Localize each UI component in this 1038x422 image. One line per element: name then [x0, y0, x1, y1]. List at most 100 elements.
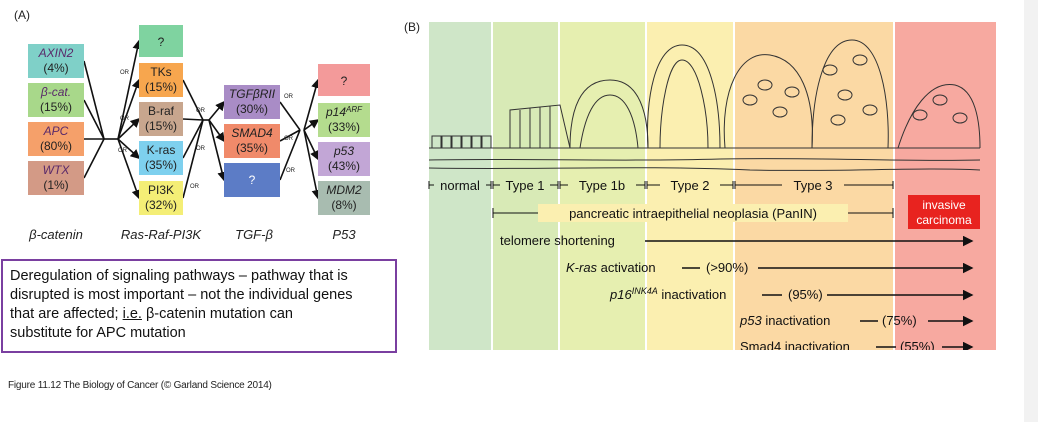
gene-box-beta-catenin: β-cat. (15%)	[28, 83, 84, 117]
event-name: K-ras activation	[566, 260, 656, 275]
invasive-line-1: invasive	[922, 198, 966, 212]
event-name: p53 inactivation	[739, 313, 830, 328]
panin-progression-diagram: normal Type 1 Type 1b Type 2 Type 3 panc…	[428, 22, 996, 350]
or-label: OR	[120, 116, 130, 122]
connector	[279, 101, 301, 131]
stage-type1: Type 1	[505, 178, 544, 193]
connector	[182, 118, 204, 121]
gene-pct: (43%)	[328, 159, 360, 173]
connector	[303, 129, 319, 161]
or-label: OR	[118, 148, 128, 154]
connector	[182, 119, 204, 159]
gene-name: MDM2	[326, 183, 362, 197]
event-name: p16INK4A inactivation	[609, 286, 726, 302]
or-label: OR	[196, 108, 206, 114]
note-line-2: disrupted is most important – not the in…	[10, 287, 353, 303]
tissue-illustration	[428, 39, 981, 171]
connector	[83, 138, 105, 179]
event-name: telomere shortening	[500, 233, 615, 248]
or-label: OR	[120, 70, 130, 76]
gene-name: ?	[158, 35, 165, 49]
connector	[303, 129, 322, 200]
gene-name: APC	[43, 124, 69, 138]
connector	[117, 39, 143, 140]
or-label: OR	[284, 94, 294, 100]
gene-box-p53: p53 (43%)	[318, 142, 370, 176]
gene-pct: (4%)	[43, 61, 68, 75]
invasive-line-2: carcinoma	[916, 213, 972, 227]
gene-name: SMAD4	[231, 126, 273, 140]
pathway-label-tgf-beta: TGF-β	[235, 227, 273, 242]
connector	[83, 60, 105, 140]
stage-type1b: Type 1b	[579, 178, 625, 193]
gene-name: AXIN2	[38, 46, 74, 60]
pathway-diagram: OR OR OR OR OR OR OR OR OR AXIN2 (4%) β-cat. (15…	[28, 25, 370, 242]
gene-name: ?	[341, 74, 348, 88]
gene-pct: (1%)	[43, 178, 68, 192]
event-pct: (75%)	[882, 313, 917, 328]
gene-pct: (8%)	[331, 198, 356, 212]
or-label: OR	[190, 184, 200, 190]
event-pct: (55%)	[900, 339, 935, 350]
gene-name: β-cat.	[40, 85, 71, 99]
gene-pct: (15%)	[40, 100, 72, 114]
connector	[117, 138, 141, 160]
event-p16: p16INK4A inactivation (95%)	[609, 286, 974, 302]
event-smad4: Smad4 inactivation (55%)	[736, 337, 974, 350]
panel-b-label: (B)	[404, 20, 420, 34]
event-p53: p53 inactivation (75%)	[736, 311, 974, 329]
stage-normal: normal	[440, 178, 480, 193]
zone-invasive	[895, 22, 996, 350]
annotation-note: Deregulation of signaling pathways – pat…	[1, 259, 397, 353]
gene-name: TGFβRII	[229, 87, 276, 101]
figure-caption: Figure 11.12 The Biology of Cancer (© Ga…	[8, 380, 272, 391]
gene-box-tgfbrii: TGFβRII (30%)	[224, 85, 280, 119]
gene-box-unknown-3: ?	[318, 64, 370, 96]
gene-box-tks: TKs (15%)	[139, 63, 183, 97]
invasive-badge	[908, 195, 980, 229]
event-pct: (>90%)	[706, 260, 748, 275]
gene-box-wtx: WTX (1%)	[28, 161, 84, 195]
connector	[182, 79, 204, 121]
gene-pct: (30%)	[236, 102, 268, 116]
gene-name: K-ras	[147, 143, 176, 157]
scrollbar[interactable]	[1024, 0, 1038, 422]
connector	[83, 99, 105, 140]
connector	[208, 100, 226, 121]
gene-name: TKs	[150, 65, 171, 79]
connector	[182, 119, 204, 199]
gene-name: B-raf	[148, 104, 175, 118]
stage-type2: Type 2	[670, 178, 709, 193]
gene-pct: (80%)	[40, 139, 72, 153]
panin-label: pancreatic intraepithelial neoplasia (Pa…	[569, 206, 817, 221]
gene-box-unknown-1: ?	[139, 25, 183, 57]
or-label: OR	[286, 168, 296, 174]
connector	[279, 129, 301, 142]
or-labels: OR OR OR OR OR OR OR OR OR	[118, 70, 296, 190]
gene-box-smad4: SMAD4 (35%)	[224, 124, 280, 158]
connector	[303, 78, 321, 131]
gene-box-axin2: AXIN2 (4%)	[28, 44, 84, 78]
connector-lines	[83, 39, 322, 200]
connector	[208, 119, 227, 182]
gene-box-mdm2: MDM2 (8%)	[318, 181, 370, 215]
gene-pct: (35%)	[145, 158, 177, 172]
or-label: OR	[196, 146, 206, 152]
connector	[279, 129, 301, 181]
event-kras: K-ras activation (>90%)	[566, 260, 974, 275]
gene-box-k-ras: K-ras (35%)	[139, 141, 183, 175]
gene-name: PI3K	[148, 183, 174, 197]
pathway-label-beta-catenin: β-catenin	[28, 227, 83, 242]
gene-box-apc: APC (80%)	[28, 122, 84, 156]
gene-name: p53	[333, 144, 354, 158]
event-telomere: telomere shortening	[500, 233, 974, 248]
gene-box-unknown-2: ?	[224, 163, 280, 197]
or-label: OR	[284, 136, 294, 142]
note-line-1: Deregulation of signaling pathways – pat…	[10, 268, 348, 284]
event-pct: (95%)	[788, 287, 823, 302]
note-line-4: substitute for APC mutation	[10, 325, 186, 341]
gene-box-p14arf: p14ARF (33%)	[318, 103, 370, 137]
pathway-label-p53: P53	[332, 227, 356, 242]
connector	[303, 119, 320, 131]
connector	[117, 117, 141, 140]
